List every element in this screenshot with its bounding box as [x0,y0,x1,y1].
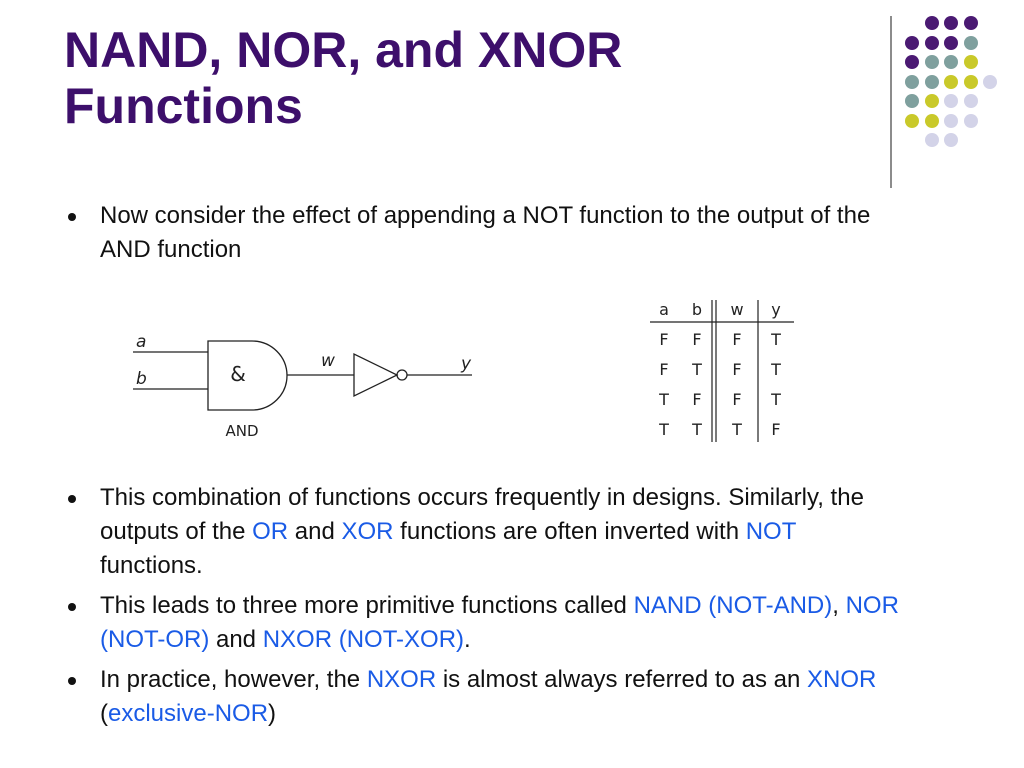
bullet-text: ) [268,700,277,727]
truth-table-header-w: w [730,300,743,319]
truth-table-cell: F [692,330,701,349]
bullet-list-top: Now consider the effect of appending a N… [64,199,904,267]
truth-table-cell: F [732,360,741,379]
and-gate-body [207,340,288,411]
decorative-dot [924,16,939,30]
truth-table-cell: T [691,420,702,439]
truth-table-cell: F [659,330,668,349]
truth-table-cell: T [731,420,742,439]
decorative-dot [924,94,939,108]
decorative-dot [963,55,978,69]
truth-table-cell: F [692,390,701,409]
decorative-dot [905,35,919,50]
truth-table-cell: T [770,390,781,409]
bullet-text: ( [100,700,108,727]
term-not: NOT [745,518,796,545]
term-nand: NAND (NOT-AND) [633,592,833,619]
decorative-dot [944,35,958,50]
decorative-dot [983,74,997,89]
bullet-text: and [209,626,263,653]
decorative-divider [890,16,892,188]
decorative-dot [924,113,939,128]
slide-title-line-1: NAND, NOR, and XNOR [64,22,623,78]
bullet-text: This leads to three more primitive funct… [100,592,634,619]
truth-table-cell: F [732,330,741,349]
gate-label-w: w [321,351,335,371]
bullet-text: , [832,592,846,619]
decorative-dot [944,74,958,89]
bullet-primitives: This leads to three more primitive funct… [64,589,904,657]
gate-label-b: b [136,369,147,389]
bullet-text: In practice, however, the [100,666,367,693]
truth-table-cell: F [732,390,741,409]
term-nor: NOR (NOT-OR) [100,592,899,653]
decorative-dot [944,133,958,147]
and-symbol: & [230,362,246,386]
bullet-text: is almost always referred to as an [436,666,807,693]
bullet-combination: This combination of functions occurs fre… [64,481,904,583]
gate-label-y: y [460,354,472,374]
truth-table-header-y: y [771,300,780,319]
decorative-dot [944,55,958,69]
truth-table-cell: T [658,420,669,439]
bullet-append-not: Now consider the effect of appending a N… [64,199,904,267]
and-caption: AND [225,422,258,440]
truth-table-cell: T [658,390,669,409]
truth-table-cell: F [659,360,668,379]
not-gate-triangle [353,352,399,398]
truth-table-cell: F [771,420,780,439]
decorative-dot [905,113,919,128]
decorative-dot [905,55,919,69]
term-xnor: XNOR [806,666,877,693]
term-exclusive-nor: exclusive-NOR [108,700,269,727]
gate-label-a: a [136,332,146,352]
decorative-dot [944,16,958,30]
slide-title: NAND, NOR, and XNOR Functions [64,22,864,134]
decorative-dot [924,133,939,147]
decorative-dot [944,113,958,128]
and-not-gate-diagram: a b & w y AND [133,332,472,440]
decorative-dot [905,94,919,108]
decorative-dot [924,74,939,89]
truth-table-cell: T [770,330,781,349]
term-nxor: NXOR (NOT-XOR) [262,626,465,653]
truth-table-cell: T [691,360,702,379]
term-or: OR [252,518,289,545]
decorative-dot [905,74,919,89]
bullet-text: and [288,518,342,545]
decorative-dot [963,113,978,128]
decorative-dot [963,74,978,89]
term-nxor: NXOR [366,666,437,693]
decorative-dot [924,35,939,50]
bullet-list-bottom: This combination of functions occurs fre… [64,481,904,731]
term-xor: XOR [341,518,394,545]
decorative-dot [963,16,978,30]
bullet-text: functions. [100,552,203,579]
not-gate-bubble [396,369,408,381]
bullet-in-practice: In practice, however, the NXOR is almost… [64,663,904,731]
bullet-text: This combination of functions occurs fre… [100,484,864,545]
decorative-dot [944,94,958,108]
decorative-dot [963,35,978,50]
bullet-text: functions are often inverted with [393,518,746,545]
truth-table-cell: T [770,360,781,379]
slide-title-line-2: Functions [64,78,303,134]
bullet-text: . [464,626,471,653]
decorative-dot [924,55,939,69]
truth-table-header-a: a [659,300,669,319]
decorative-dot [963,94,978,108]
truth-table-header-b: b [692,300,702,319]
